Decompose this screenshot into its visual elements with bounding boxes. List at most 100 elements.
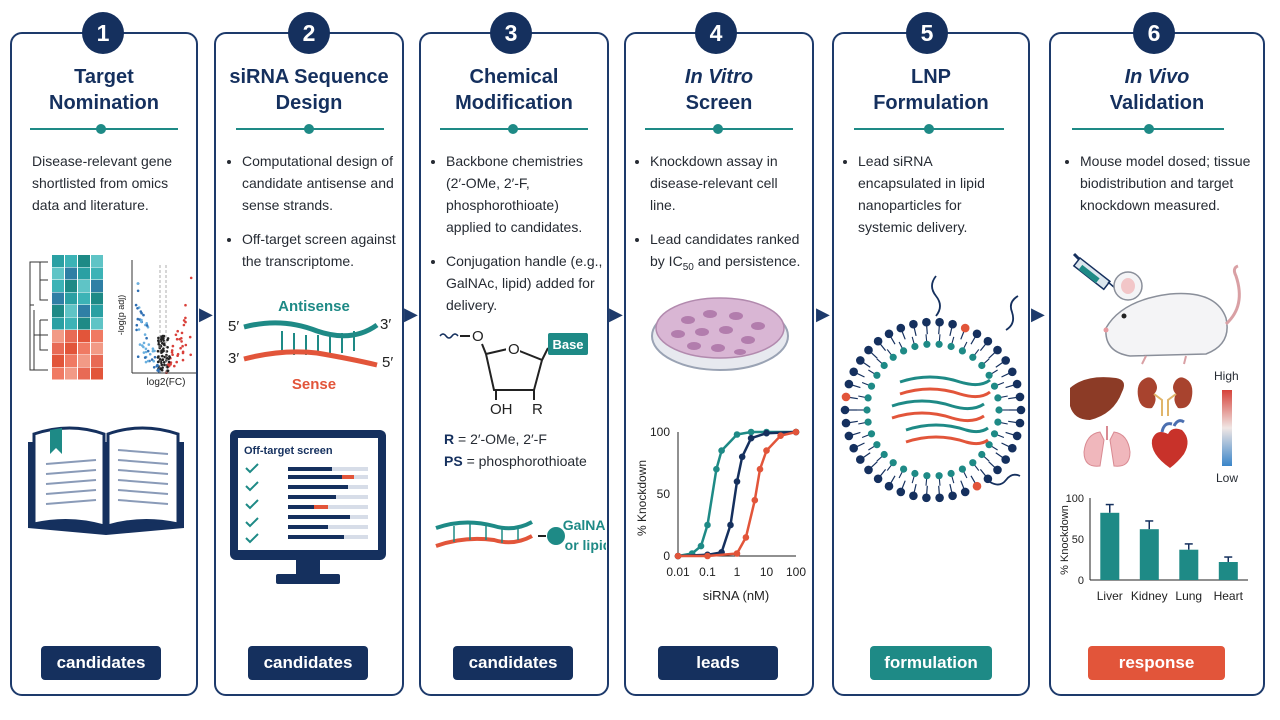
chart6-x-tick: Kidney [1131, 589, 1168, 603]
lipid-head [1008, 367, 1017, 377]
volcano-point [179, 346, 182, 350]
chart6-bar [1100, 512, 1120, 580]
step-number-4: 4 [695, 12, 737, 54]
lipid-head [972, 329, 982, 339]
volcano-point [139, 310, 143, 313]
volcano-point [138, 343, 142, 346]
conjugate-figure: GalNAc or lipid [435, 517, 606, 553]
volcano-point [158, 358, 162, 361]
lipid-head [889, 459, 897, 467]
syringe-icon [1072, 252, 1123, 295]
chart4-point [742, 534, 750, 541]
oh-label: OH [490, 401, 513, 418]
lipid-head [880, 361, 888, 370]
chart4-x-tick: 10 [760, 565, 774, 579]
volcano-point [173, 364, 176, 368]
heatmap-cell [52, 317, 64, 330]
chart6-x-tick: Liver [1097, 589, 1123, 603]
volcano-point [144, 350, 148, 354]
lipid-head [995, 406, 1003, 414]
volcano-point [162, 349, 165, 353]
heatmap-cell [65, 267, 77, 280]
volcano-point [155, 364, 159, 368]
sense-label: Sense [292, 376, 336, 393]
heatmap-cell [91, 255, 103, 267]
conjugate-label-2: or lipid [565, 537, 606, 553]
heatmap-cell [78, 305, 90, 317]
lipid-head [990, 430, 999, 438]
chart4-ylabel: % Knockdown [635, 460, 649, 536]
volcano-point [182, 323, 186, 327]
step-desc-1: Disease-relevant gene shortlisted from o… [32, 153, 173, 213]
volcano-point [146, 359, 150, 363]
volcano-point [170, 351, 174, 354]
volcano-point [156, 360, 160, 364]
chart4-point [718, 447, 725, 454]
heatmap-cell [65, 342, 77, 355]
book-icon [28, 426, 184, 535]
heatmap-cell [52, 267, 64, 280]
chart4-point [792, 428, 800, 436]
lipid-head [849, 443, 858, 453]
chart4-point [733, 550, 741, 557]
volcano-point [142, 345, 145, 349]
heatmap-cell [91, 367, 103, 380]
chart4-x-tick: 0.1 [699, 565, 716, 579]
volcano-point [180, 331, 184, 335]
lipid-head [923, 472, 931, 480]
volcano-point [161, 358, 164, 361]
volcano-point [151, 347, 155, 350]
heatmap-cell [91, 355, 103, 367]
lipid-head [844, 431, 854, 441]
heatmap-cell [91, 317, 103, 330]
r-label: R [532, 401, 543, 418]
volcano-point [162, 347, 165, 350]
step-number-5: 5 [906, 12, 948, 54]
heatmap-cell [78, 342, 90, 355]
step-desc-4: Knockdown assay in disease-relevant cell… [634, 150, 806, 291]
step-number-1: 1 [82, 12, 124, 54]
chart4-point [747, 428, 755, 436]
volcano-point [163, 355, 167, 359]
volcano-point [136, 282, 140, 285]
lipid-head [958, 465, 966, 473]
divider-dot-2 [304, 124, 314, 134]
volcano-point [148, 352, 152, 356]
volcano-point [157, 336, 160, 340]
volcano-point [139, 320, 143, 323]
heatmap-cell [91, 330, 103, 342]
lipid-head [948, 319, 957, 329]
lipid-head [1015, 418, 1025, 428]
volcano-point [178, 337, 181, 341]
heatmap-cell [78, 355, 90, 367]
volcano-point [135, 323, 139, 327]
volcano-point [184, 303, 187, 307]
conjugate-label-1: GalNAc [563, 517, 606, 533]
volcano-point [163, 363, 166, 367]
o-ring: O [508, 341, 520, 358]
lipid-head [935, 317, 944, 327]
volcano-point [166, 337, 170, 340]
lipid-head [896, 323, 906, 333]
volcano-point [150, 358, 154, 361]
volcano-plot: -log(p adj) log2(FC) [118, 260, 196, 388]
volcano-point [144, 347, 148, 351]
lipid-head [994, 418, 1002, 426]
lipid-head [969, 459, 977, 467]
lipid-head [884, 481, 894, 491]
lipid-head [1012, 379, 1022, 389]
chart6-y-tick: 0 [1078, 575, 1084, 587]
lipid-head [983, 336, 993, 346]
chart4-point [763, 447, 770, 454]
volcano-point [189, 276, 193, 280]
volcano-point [162, 339, 165, 342]
lipid-head [867, 430, 876, 438]
lipid-head [863, 406, 871, 414]
lipid-head [935, 472, 943, 480]
volcano-point [152, 366, 156, 369]
divider-dot-6 [1144, 124, 1154, 134]
heatmap-cell [91, 342, 103, 355]
lipid-head [873, 474, 883, 484]
lipid-head [994, 394, 1002, 402]
